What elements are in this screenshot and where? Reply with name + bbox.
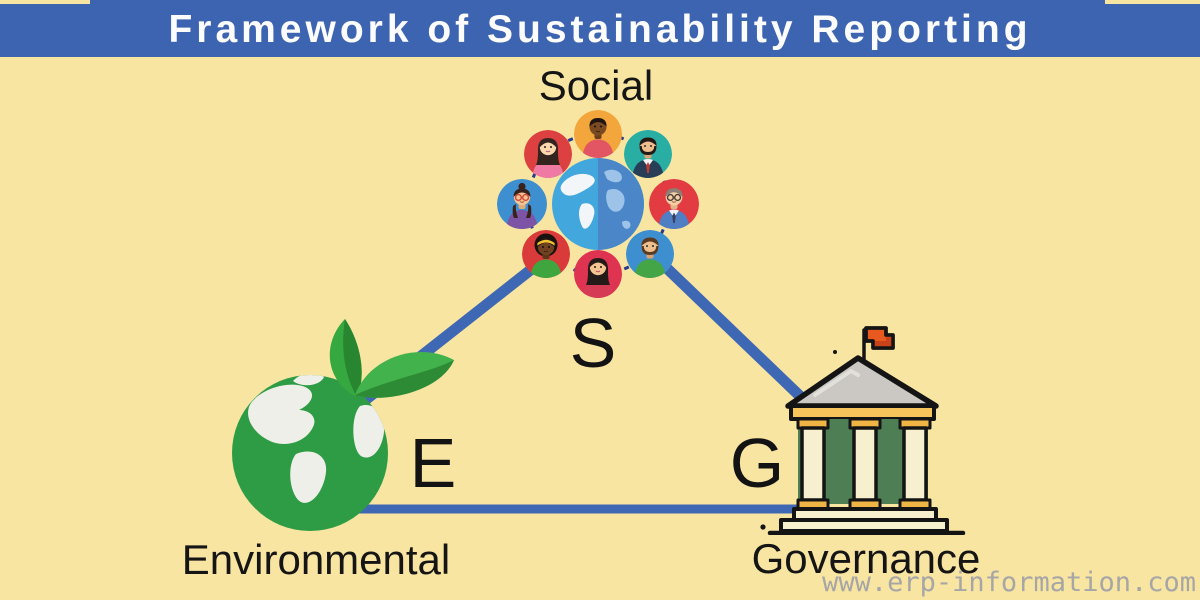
- avatar-top-left-woman: [524, 130, 572, 178]
- letter-g: G: [729, 424, 785, 502]
- letter-e: E: [409, 424, 457, 502]
- avatar-top-right-suit-man: [624, 130, 672, 178]
- header-banner: [0, 0, 1200, 57]
- banner-corner-notch-right: [1105, 0, 1200, 4]
- page-title: Framework of Sustainability Reporting: [168, 8, 1032, 51]
- avatar-top-man: [574, 110, 622, 158]
- earth-with-leaves-icon: [232, 319, 454, 531]
- avatar-bottom-left-woman-headband: [522, 230, 570, 278]
- social-label: Social: [538, 62, 654, 109]
- bank-building-icon: [760, 326, 966, 535]
- avatar-bottom-right-beard-man: [626, 230, 674, 278]
- avatar-right-man-glasses: [649, 179, 699, 229]
- green-earth: [232, 375, 388, 531]
- people-network-globe-icon: [497, 110, 699, 298]
- watermark-url: www.erp-information.com: [822, 567, 1196, 598]
- governance-label: Governance: [751, 535, 981, 582]
- center-globe: [552, 158, 644, 250]
- environmental-label: Environmental: [181, 536, 451, 583]
- avatar-bottom-woman: [574, 250, 622, 298]
- avatar-left-woman-glasses: [497, 179, 547, 229]
- leaves: [329, 319, 454, 398]
- letter-s: S: [569, 304, 617, 382]
- banner-corner-notch-left: [0, 0, 90, 4]
